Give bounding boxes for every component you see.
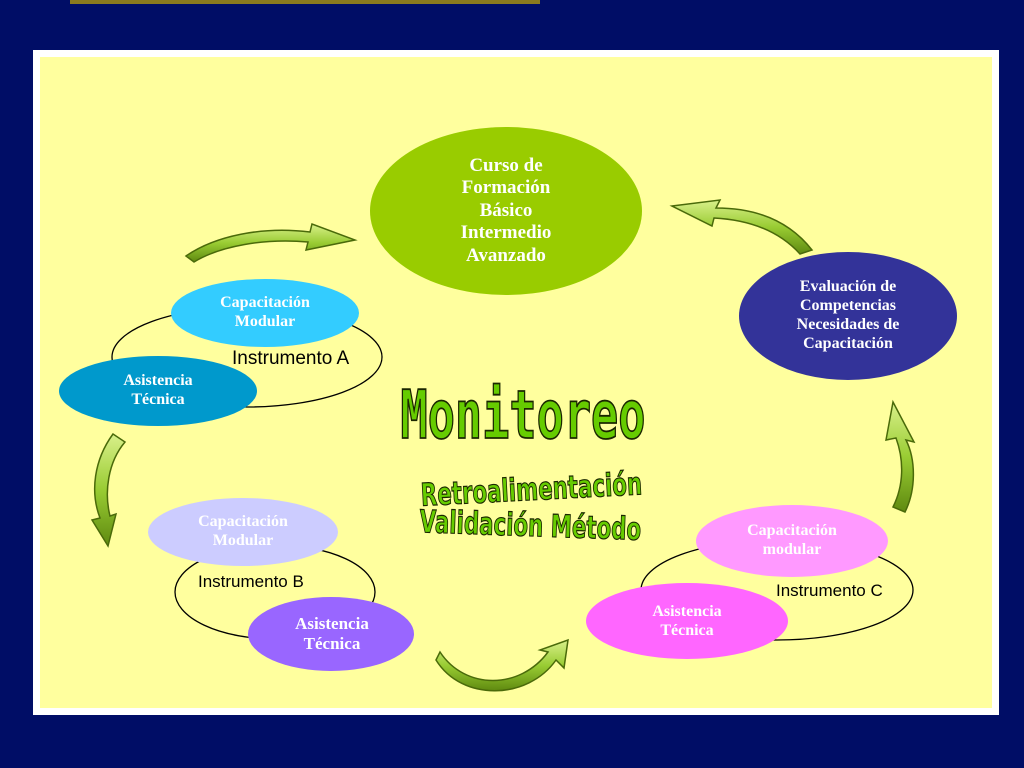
group-c-capacitacion-label: Capacitación modular: [747, 522, 837, 558]
instrument-a-label: Instrumento A: [232, 348, 350, 369]
group-a-asistencia-shape: [59, 356, 257, 426]
group-b-capacitacion-shape: [148, 498, 338, 566]
instrument-b-label: Instrumento B: [198, 572, 304, 591]
group-c-asistencia-label: Asistencia Técnica: [652, 603, 722, 639]
curved-arrow-right: [885, 399, 916, 513]
group-b-asistencia-label: Asistencia Técnica: [295, 613, 369, 653]
group-a-asistencia-label: Asistencia Técnica: [123, 372, 193, 408]
curved-arrow-top-right: [669, 199, 814, 255]
monitoreo-title: Monitoreo: [400, 377, 645, 454]
center-node-label: Curso de Formación Básico Intermedio Ava…: [460, 154, 552, 266]
evaluation-node-shape: [739, 252, 957, 380]
curved-arrow-top-left: [184, 223, 358, 263]
group-a-capacitacion-label: Capacitación Modular: [220, 294, 310, 330]
group-b-asistencia-shape: [248, 597, 414, 671]
curved-arrow-bottom: [435, 638, 569, 692]
curved-arrow-left: [90, 432, 127, 548]
group-a-capacitacion-shape: [171, 279, 359, 347]
center-node-shape: [370, 127, 642, 295]
instrument-c-label: Instrumento C: [776, 581, 883, 600]
top-decoration-strip: [70, 0, 540, 4]
center-wordart: Monitoreo Retroalimentación Validación M…: [400, 376, 647, 548]
validacion-metodo-text: Validación Método: [419, 504, 642, 548]
group-c-asistencia-shape: [586, 583, 788, 659]
group-c-capacitacion-shape: [696, 505, 888, 577]
group-b-capacitacion-label: Capacitación Modular: [198, 513, 288, 549]
evaluation-node-label: Evaluación de Competencias Necesidades d…: [796, 278, 900, 352]
